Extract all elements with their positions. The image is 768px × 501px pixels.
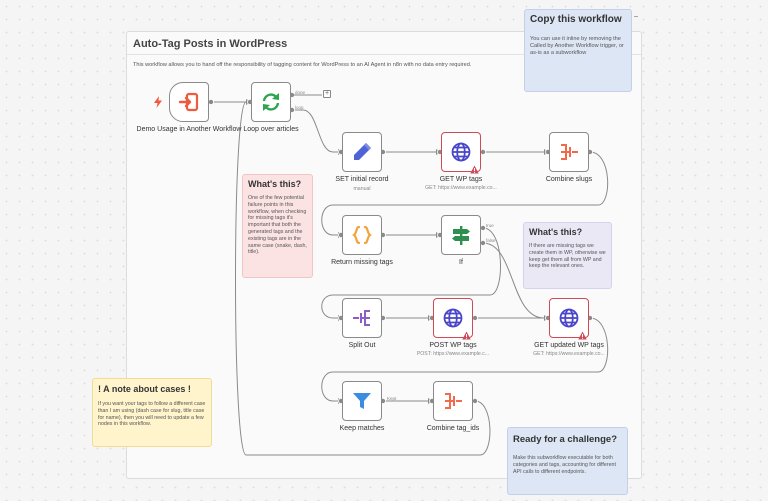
add-node-button[interactable]: + — [323, 90, 331, 98]
output-port-dot — [207, 99, 214, 106]
missing-tags-note[interactable]: What's this? If there are missing tags w… — [523, 222, 612, 289]
node-set-initial-record[interactable] — [342, 132, 382, 172]
node-combine-slugs-label: Combine slugs — [545, 176, 593, 183]
split-icon — [351, 307, 373, 329]
cases-note[interactable]: ! A note about cases ! If you want your … — [92, 378, 212, 447]
globe-icon — [558, 307, 580, 329]
node-get-updated-wp-tags[interactable] — [549, 298, 589, 340]
node-set-initial-sub: manual — [353, 186, 371, 192]
node-keep-matches[interactable] — [342, 381, 382, 421]
node-get-updated-label: GET updated WP tags — [534, 342, 604, 349]
cases-note-title: ! A note about cases ! — [98, 384, 191, 394]
conn-getupdated-to-keep — [321, 317, 609, 402]
port-done-label: done — [295, 90, 306, 95]
node-split-out-label: Split Out — [348, 342, 376, 349]
copy-note-text: You can use it inline by removing the Ca… — [530, 36, 624, 57]
warning-icon — [462, 327, 471, 340]
node-post-wp-sub: POST: https://www.example.c... — [416, 351, 490, 357]
workflow-title: Auto-Tag Posts in WordPress — [133, 38, 288, 50]
node-split-out[interactable] — [342, 298, 382, 338]
output-port-dot — [471, 314, 478, 321]
merge-icon — [558, 141, 580, 163]
failure-note-text: One of the few potential failure points … — [248, 195, 307, 256]
node-loop-label: Loop over articles — [243, 126, 299, 133]
node-post-wp-label: POST WP tags — [429, 342, 477, 349]
port-kept-label: Kept — [387, 396, 397, 401]
node-return-missing-label: Return missing tags — [331, 259, 393, 266]
conn-if-false-to-getupdated — [482, 242, 545, 319]
warning-icon — [578, 327, 587, 340]
port-loop-label: loop — [295, 105, 304, 110]
code-braces-icon — [351, 224, 373, 246]
globe-icon — [442, 307, 464, 329]
challenge-note[interactable]: Ready for a challenge? Make this subwork… — [507, 427, 628, 495]
conn-combineids-to-loop — [235, 101, 491, 456]
challenge-note-text: Make this subworkflow executable for bot… — [513, 455, 616, 475]
failure-point-note[interactable]: What's this? One of the few potential fa… — [242, 174, 313, 278]
failure-note-title: What's this? — [248, 179, 302, 189]
node-demo-usage[interactable] — [169, 82, 209, 122]
challenge-note-title: Ready for a challenge? — [513, 434, 618, 445]
node-post-wp-tags[interactable] — [433, 298, 473, 340]
node-get-wp-sub: GET: https://www.example.co... — [425, 185, 497, 191]
pencil-icon — [351, 141, 373, 163]
trigger-bolt-icon — [154, 96, 162, 108]
node-combine-tag-ids[interactable] — [433, 381, 473, 421]
node-combine-slugs[interactable] — [549, 132, 589, 172]
missing-tags-note-text: If there are missing tags we create them… — [529, 243, 606, 270]
copy-note-title: Copy this workflow — [530, 14, 622, 25]
conn-if-true-to-splitout — [321, 227, 501, 319]
merge-icon — [442, 390, 464, 412]
output-port-dot — [471, 397, 478, 404]
workflow-description: This workflow allows you to hand off the… — [133, 62, 472, 68]
title-divider — [127, 54, 641, 55]
output-port-dot — [479, 148, 486, 155]
node-get-wp-tags[interactable] — [441, 132, 481, 174]
filter-icon — [351, 390, 373, 412]
sync-arrows-icon — [260, 91, 282, 113]
node-loop-over-articles[interactable] — [251, 82, 291, 122]
node-if-label: If — [459, 259, 463, 266]
output-port-dot — [479, 224, 486, 231]
missing-tags-note-title: What's this? — [529, 227, 583, 237]
sign-in-arrow-icon — [178, 91, 200, 113]
node-combine-ids-label: Combine tag_ids — [426, 425, 480, 432]
node-get-updated-sub: GET: https://www.example.co... — [533, 351, 605, 357]
signpost-icon — [450, 224, 472, 246]
port-true-label: true — [486, 223, 494, 228]
node-return-missing-tags[interactable] — [342, 215, 382, 255]
node-demo-usage-label: Demo Usage in Another Workflow — [136, 126, 242, 133]
globe-icon — [450, 141, 472, 163]
copy-workflow-note[interactable]: Copy this workflow You can use it inline… — [524, 9, 632, 92]
port-false-label: false — [486, 238, 496, 243]
output-port-dot — [479, 239, 486, 246]
node-get-wp-label: GET WP tags — [439, 176, 483, 183]
node-set-initial-label: SET initial record — [335, 176, 389, 183]
node-if[interactable] — [441, 215, 481, 255]
cases-note-text: If you want your tags to follow a differ… — [98, 401, 206, 428]
conn-combine-to-return — [321, 151, 609, 236]
warning-icon — [470, 161, 479, 174]
note-handle-dash[interactable]: – — [634, 13, 638, 20]
node-keep-matches-label: Keep matches — [339, 425, 385, 432]
conn-loop-to-set — [292, 109, 338, 153]
